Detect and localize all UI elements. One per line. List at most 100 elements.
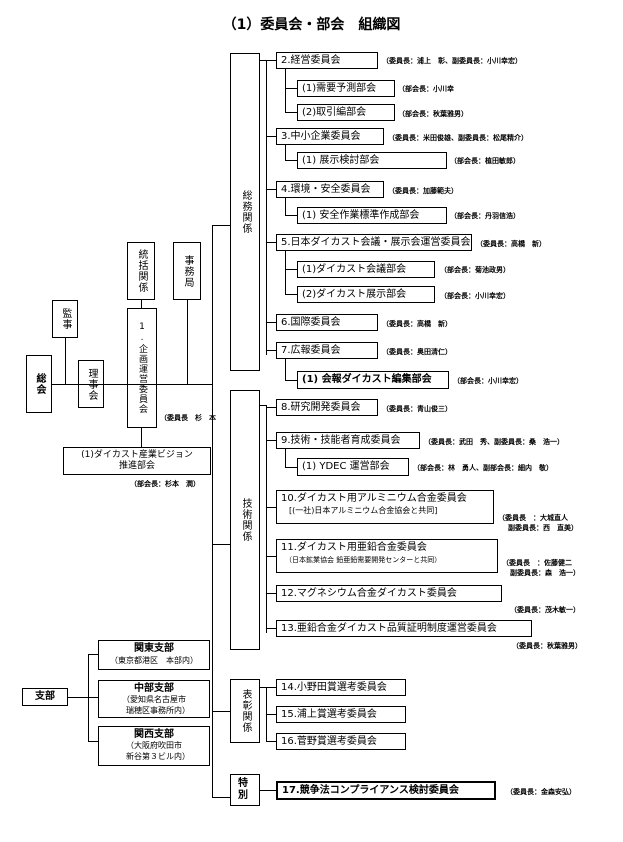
committees-22-label: 16.菅野賞選考委員会 bbox=[281, 736, 377, 747]
connector-line bbox=[212, 711, 230, 712]
committees-15-note: （部会長：林 勇人、副部会長：細内 敬） bbox=[413, 464, 553, 472]
committees-3-note: （委員長：米田俊雄、副委員長：松尾精介） bbox=[388, 134, 528, 142]
connector-line bbox=[141, 428, 142, 447]
kikaku-label: 1.企画運営委員会 bbox=[137, 322, 147, 414]
committees-16-note2: 副委員長：西 直美） bbox=[508, 524, 578, 532]
branch-chubu: 中部支部 （愛知県名古屋市 瑞穂区事務所内） bbox=[98, 680, 210, 718]
connector-line bbox=[285, 69, 286, 113]
connector-line bbox=[212, 544, 230, 545]
jimukyoku-box: 事務局 bbox=[173, 242, 201, 300]
committees-7-label: 5.日本ダイカスト会議・展示会運営委員会 bbox=[281, 237, 471, 248]
branches-chubu-name: 中部支部 bbox=[134, 683, 174, 694]
committees-1-label: (1)需要予測部会 bbox=[302, 83, 377, 94]
group-tokubetsu-label: 特別 bbox=[238, 778, 249, 801]
committees-7-note: （委員長：高橋 新） bbox=[476, 240, 546, 248]
committees-14-note: （委員長：武田 秀、副委員長：桑 浩一） bbox=[424, 438, 564, 446]
committees-15-label: (1) YDEC 運営部会 bbox=[302, 461, 390, 472]
committees-16-label: 10.ダイカスト用アルミニウム合金委員会 bbox=[281, 493, 467, 504]
committee-5: 5.日本ダイカスト会議・展示会運営委員会 bbox=[276, 234, 472, 251]
committees-4-note: （部会長：植田敏郎） bbox=[450, 157, 520, 165]
connector-line bbox=[141, 300, 142, 308]
tokatsu-label: 統括関係 bbox=[136, 249, 147, 293]
connector-line bbox=[212, 225, 213, 797]
committee-6: 6.国際委員会 bbox=[276, 314, 378, 331]
connector-line bbox=[65, 338, 66, 385]
committees-18-note: （委員長：茂木敏一） bbox=[510, 606, 580, 614]
committees-11-label: 7.広報委員会 bbox=[281, 345, 341, 356]
tokatsu-box: 統括関係 bbox=[127, 242, 155, 300]
connector-line bbox=[212, 225, 230, 226]
committees-11-note: （委員長：奥田清仁） bbox=[382, 348, 452, 356]
group-somu: 総務関係 bbox=[230, 53, 260, 371]
committee-2: 2.経営委員会 bbox=[276, 52, 378, 69]
connector-line bbox=[285, 251, 286, 295]
connector-line bbox=[266, 593, 276, 594]
committees-19-label: 13.亜鉛合金ダイカスト品質証明制度運営委員会 bbox=[281, 623, 497, 634]
connector-line bbox=[266, 628, 276, 629]
connector-line bbox=[187, 300, 188, 385]
committees-5-note: （委員長：加藤範夫） bbox=[388, 187, 458, 195]
connector-line bbox=[285, 359, 286, 380]
connector-line bbox=[266, 714, 276, 715]
committees-17-label: 11.ダイカスト用亜鉛合金委員会 bbox=[281, 542, 427, 553]
committees-5-label: 4.環境・安全委員会 bbox=[281, 184, 371, 195]
connector-line bbox=[266, 440, 276, 441]
committees-17-note: （委員長 ：佐藤健二 bbox=[502, 559, 572, 567]
branches-label: 支部 bbox=[35, 691, 55, 702]
kikaku-note: （委員長 杉 本 bbox=[160, 414, 216, 422]
branches-chubu-addr1: （愛知県名古屋市 bbox=[122, 695, 186, 704]
connector-line bbox=[260, 790, 276, 791]
committees-14-label: 9.技術・技能者育成委員会 bbox=[281, 435, 401, 446]
connector-line bbox=[285, 88, 297, 89]
connector-line bbox=[266, 242, 276, 243]
connector-line bbox=[88, 697, 98, 698]
vision-line2: 推進部会 bbox=[118, 461, 155, 471]
committees-4-label: (1) 展示検討部会 bbox=[302, 155, 380, 166]
committees-17-sub: （日本鉱業協会 鉛亜鉛需要開発センターと共同） bbox=[285, 556, 442, 564]
connector-line bbox=[285, 449, 286, 467]
committees-19-note: （委員長：秋葉雅男） bbox=[512, 642, 582, 650]
connector-line bbox=[266, 507, 276, 508]
committee-13: 13.亜鉛合金ダイカスト品質証明制度運営委員会 bbox=[276, 620, 532, 637]
committees-2-note: （部会長：秋葉雅男） bbox=[398, 110, 468, 118]
committees-16-note: （委員長 ：大城直人 bbox=[498, 514, 568, 522]
branch-kanto: 関東支部 （東京都港区 本部内） bbox=[98, 640, 210, 670]
connector-line bbox=[285, 198, 286, 215]
committee-4: 4.環境・安全委員会 bbox=[276, 181, 384, 198]
connector-line bbox=[285, 269, 297, 270]
subcommittee-2-2: (2)取引編部会 bbox=[297, 104, 395, 121]
connector-line bbox=[266, 60, 267, 355]
committees-6-label: (1) 安全作業標準作成部会 bbox=[302, 210, 420, 221]
connector-line bbox=[266, 322, 276, 323]
group-gijutsu-label: 技術関係 bbox=[240, 498, 251, 542]
branches-chubu-addr2: 瑞穂区事務所内） bbox=[118, 706, 190, 715]
connector-line bbox=[266, 189, 276, 190]
connector-line bbox=[266, 556, 276, 557]
branch-kansai: 関西支部 （大阪府吹田市 新谷第３ビル内） bbox=[98, 726, 210, 766]
committees-18-label: 12.マグネシウム合金ダイカスト委員会 bbox=[281, 588, 457, 599]
committees-12-note: （部会長：小川幸宏） bbox=[453, 377, 523, 385]
group-hyosho: 表彰関係 bbox=[230, 679, 260, 743]
group-tokubetsu: 特別 bbox=[230, 774, 260, 806]
branches-kanto-addr: （東京都港区 本部内） bbox=[110, 656, 198, 665]
committees-16-sub: [(一社)日本アルミニウム合金協会と共同] bbox=[289, 506, 438, 515]
committees-6-note: （部会長：丹羽信浩） bbox=[450, 212, 520, 220]
committees-8-note: （部会長：菊池政男） bbox=[440, 266, 510, 274]
connector-line bbox=[260, 60, 266, 61]
committees-1-note: （部会長：小川幸 bbox=[398, 85, 454, 93]
committee-16: 16.菅野賞選考委員会 bbox=[276, 733, 406, 750]
committees-9-note: （部会長：小川幸宏） bbox=[440, 292, 510, 300]
committees-2-label: (2)取引編部会 bbox=[302, 107, 367, 118]
connector-line bbox=[285, 145, 286, 161]
committee-7: 7.広報委員会 bbox=[276, 342, 378, 359]
committee-9: 9.技術・技能者育成委員会 bbox=[276, 432, 420, 449]
kikaku-box: 1.企画運営委員会 bbox=[127, 308, 157, 428]
connector-line bbox=[52, 384, 212, 385]
soukai-label: 総会 bbox=[34, 373, 45, 395]
committees-10-label: 6.国際委員会 bbox=[281, 317, 341, 328]
committees-0-label: 2.経営委員会 bbox=[281, 55, 341, 66]
branches-kansai-addr1: （大阪府吹田市 bbox=[126, 741, 182, 750]
committees-17-note2: 副委員長：森 浩一） bbox=[510, 569, 580, 577]
subcommittee-7-1: (1) 会報ダイカスト編集部会 bbox=[297, 371, 449, 389]
